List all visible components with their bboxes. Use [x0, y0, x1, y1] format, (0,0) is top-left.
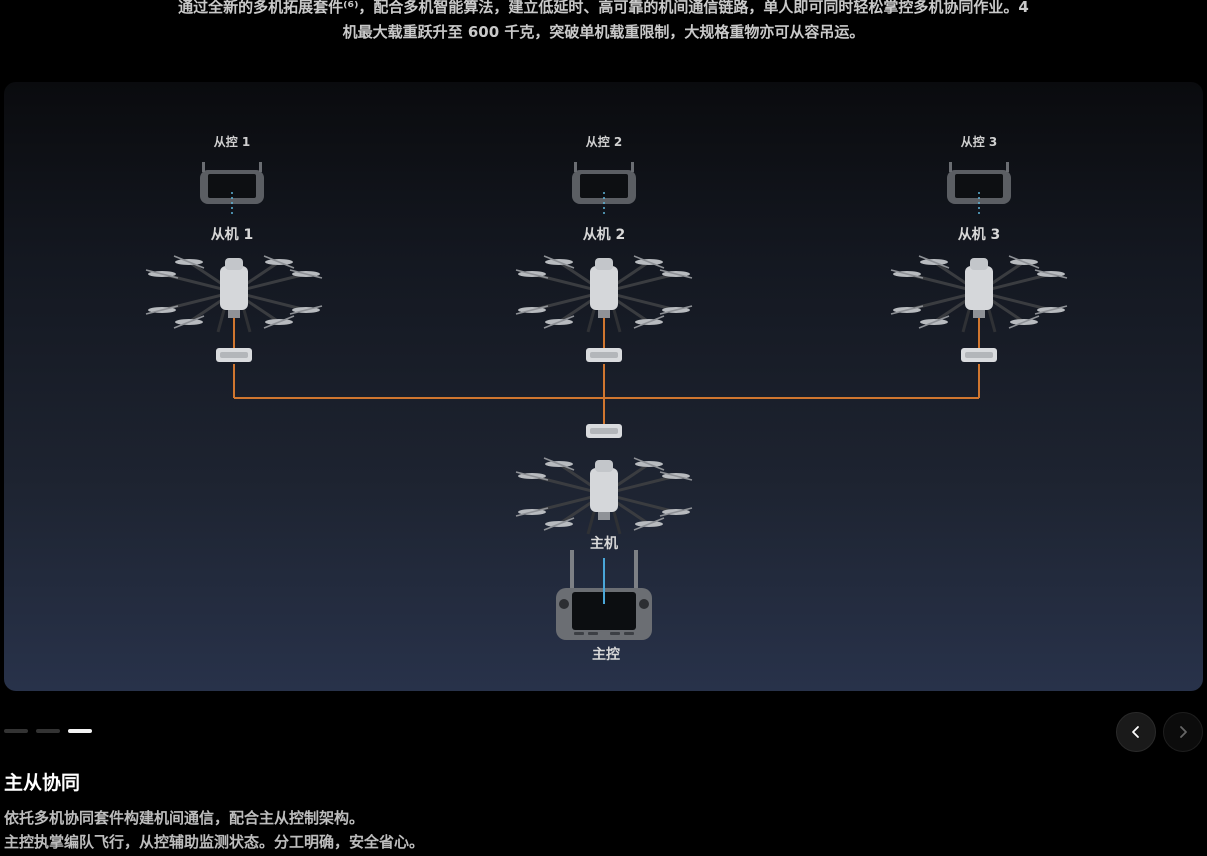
master-controller-icon	[556, 550, 652, 640]
carousel-dot-1[interactable]	[4, 729, 28, 733]
intro-text: 通过全新的多机拓展套件⁽⁶⁾，配合多机智能算法，建立低延时、高可靠的机间通信链路…	[0, 0, 1207, 45]
slave-module-3-icon	[961, 348, 997, 362]
multi-drone-diagram	[144, 162, 1069, 640]
slave-module-2-icon	[586, 348, 622, 362]
carousel-dot-3[interactable]	[68, 729, 92, 733]
master-module-icon	[586, 424, 622, 438]
slave-controller-3-label: 从控 3	[960, 135, 998, 149]
slave-drone-3-label: 从机 3	[957, 227, 1001, 243]
slide-desc-line-1: 依托多机协同套件构建机间通信，配合主从控制架构。	[4, 809, 365, 827]
slave-drone-2-label: 从机 2	[582, 227, 626, 243]
intro-line-2: 机最大载重跃升至 600 千克，突破单机载重限制，大规格重物亦可从容吊运。	[342, 23, 865, 41]
diagram-panel: 从控 1 从控 2 从控 3 从机 1 从机 2 从机 3 主机 主控	[4, 82, 1203, 691]
carousel-dot-2[interactable]	[36, 729, 60, 733]
master-controller-label: 主控	[592, 647, 620, 663]
carousel-pagination	[4, 729, 92, 733]
master-drone-icon	[514, 456, 694, 536]
slave-drone-1-label: 从机 1	[210, 227, 254, 243]
chevron-left-icon	[1132, 726, 1139, 738]
chevron-right-icon	[1180, 726, 1187, 738]
carousel-next-button[interactable]	[1163, 712, 1203, 752]
intro-line-1: 通过全新的多机拓展套件⁽⁶⁾，配合多机智能算法，建立低延时、高可靠的机间通信链路…	[178, 0, 1029, 16]
master-drone-label: 主机	[590, 536, 618, 552]
link-lines	[233, 314, 980, 424]
slide-title: 主从协同	[4, 772, 81, 794]
slave-module-1-icon	[216, 348, 252, 362]
slave-controller-2-label: 从控 2	[585, 135, 623, 149]
slave-controller-1-label: 从控 1	[213, 135, 251, 149]
slide-desc-line-2: 主控执掌编队飞行，从控辅助监测状态。分工明确，安全省心。	[4, 833, 425, 851]
carousel-prev-button[interactable]	[1116, 712, 1156, 752]
slide-description: 依托多机协同套件构建机间通信，配合主从控制架构。 主控执掌编队飞行，从控辅助监测…	[4, 806, 424, 854]
